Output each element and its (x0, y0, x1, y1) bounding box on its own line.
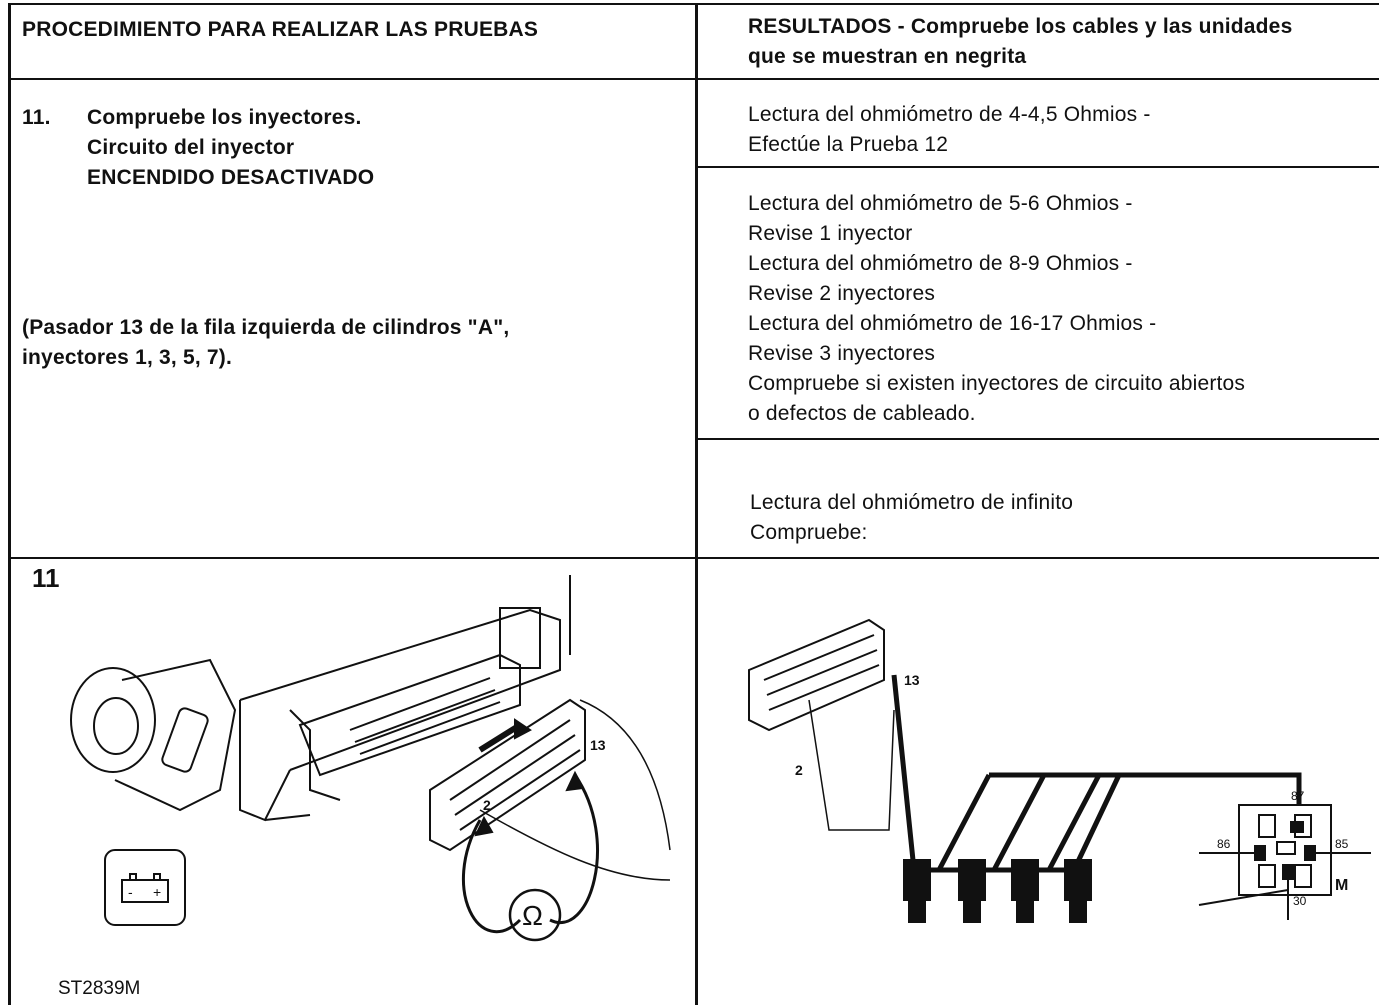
battery-plus: + (153, 884, 161, 900)
test-lead-2 (479, 809, 671, 881)
relay-label-m: M (1335, 877, 1348, 894)
injector-circuit-diagram: 13 2 (748, 618, 1371, 923)
step-condition: ENCENDIDO DESACTIVADO (87, 166, 375, 189)
pin-13-label: 13 (904, 672, 920, 688)
figure-row-divider (8, 557, 1379, 559)
result-2-line2: Revise 1 inyector (748, 222, 913, 245)
pin-2-label: 2 (483, 797, 491, 813)
result-3-line1: Lectura del ohmiómetro de infinito (750, 491, 1074, 514)
battery-icon: - + (104, 849, 186, 926)
step-title: Compruebe los inyectores. (87, 106, 362, 129)
relay-pin-30: 30 (1293, 894, 1307, 908)
injector-1-icon (903, 859, 931, 923)
injector-2-icon (958, 859, 986, 923)
result-1-line1: Lectura del ohmiómetro de 4-4,5 Ohmios - (748, 103, 1151, 126)
battery-minus: - (128, 884, 133, 900)
result-1-line2: Efectúe la Prueba 12 (748, 133, 949, 156)
ohm-symbol: Ω (522, 900, 543, 931)
result-2-line1: Lectura del ohmiómetro de 5-6 Ohmios - (748, 192, 1133, 215)
result-2-line8: o defectos de cableado. (748, 402, 976, 425)
step-note-line1: (Pasador 13 de la fila izquierda de cili… (22, 316, 510, 339)
results-divider-2 (697, 438, 1379, 440)
ohmmeter-lead-1 (462, 819, 522, 934)
result-2-line4: Revise 2 inyectores (748, 282, 936, 305)
harness-plug (429, 698, 586, 852)
left-border (8, 3, 11, 1005)
ecu-connector-illustration: 13 2 Ω - + (70, 575, 671, 942)
header-procedure: PROCEDIMIENTO PARA REALIZAR LAS PRUEBAS (22, 18, 539, 41)
result-3-line2: Compruebe: (750, 521, 868, 544)
pin-2-label: 2 (795, 762, 803, 778)
ignition-key-icon (70, 658, 237, 812)
relay-icon (1198, 804, 1371, 920)
ohmmeter-icon (508, 888, 562, 942)
result-2-line5: Lectura del ohmiómetro de 16-17 Ohmios - (748, 312, 1157, 335)
result-2-line6: Revise 3 inyectores (748, 342, 936, 365)
step-note-line2: inyectores 1, 3, 5, 7). (22, 346, 233, 369)
center-divider (695, 3, 698, 1005)
relay-pin-85: 85 (1335, 837, 1349, 851)
results-divider-1 (697, 166, 1379, 168)
header-divider (8, 78, 1379, 80)
result-2-line7: Compruebe si existen inyectores de circu… (748, 372, 1246, 395)
ohmmeter-lead-2 (549, 774, 599, 924)
step-subtitle: Circuito del inyector (87, 136, 295, 159)
injector-3-icon (1011, 859, 1039, 923)
ecu-connector (748, 618, 885, 732)
relay-pin-87: 87 (1291, 789, 1305, 803)
step-number: 11. (22, 106, 51, 129)
test-lead-13 (579, 699, 671, 851)
header-results-line1: RESULTADOS - Compruebe los cables y las … (748, 15, 1293, 38)
figure-code: ST2839M (58, 978, 141, 999)
table-top-border (8, 3, 1379, 5)
pin-13-label: 13 (590, 737, 606, 753)
result-2-line3: Lectura del ohmiómetro de 8-9 Ohmios - (748, 252, 1133, 275)
header-results-line2: que se muestran en negrita (748, 45, 1027, 68)
ecu-box (239, 575, 571, 822)
figure-number: 11 (32, 563, 60, 593)
injector-4-icon (1064, 859, 1092, 923)
relay-wire (989, 772, 1302, 805)
relay-pin-86: 86 (1217, 837, 1231, 851)
